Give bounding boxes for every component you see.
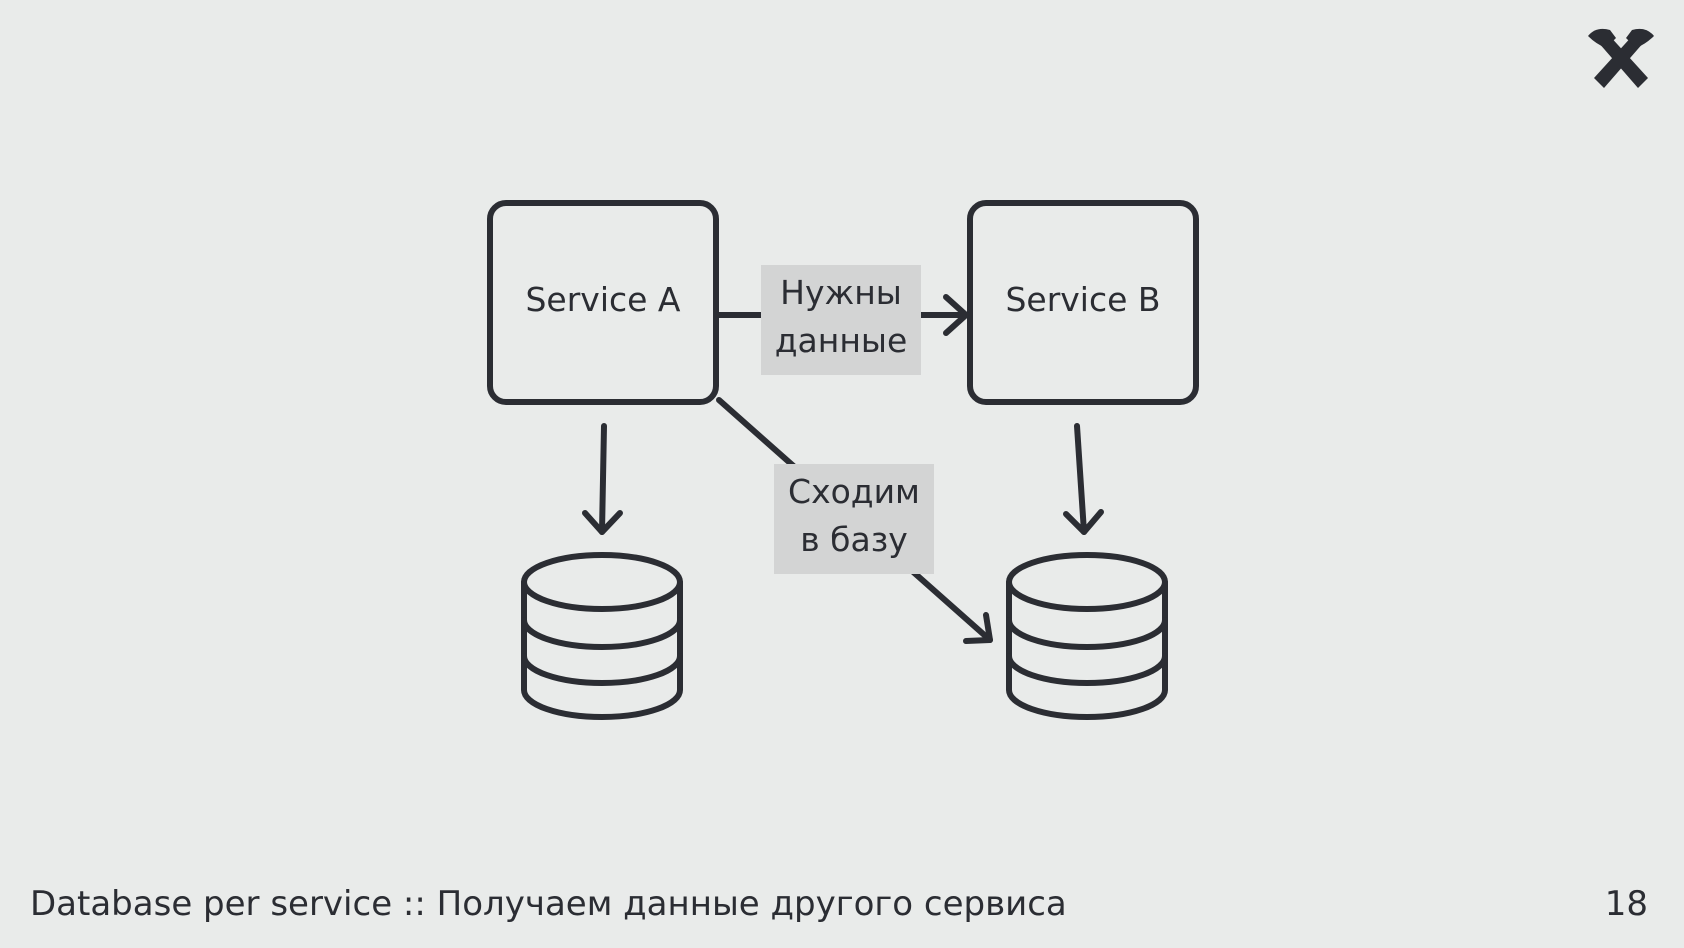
service-b-box: [967, 200, 1199, 405]
edge-label-need-data-line1: Нужны: [780, 273, 902, 312]
service-a-label: Service A: [525, 280, 681, 319]
crossed-hammers-icon: [1588, 28, 1654, 88]
page-number: 18: [1604, 884, 1648, 924]
arrow-b-to-db-b: [1063, 423, 1104, 535]
arrow-a-to-db-a: [582, 423, 623, 535]
slide-title: Database per service :: Получаем данные …: [30, 884, 1067, 924]
database-b-icon: [1006, 552, 1168, 720]
edge-label-go-to-db: Сходим в базу: [774, 464, 934, 574]
service-b-label: Service B: [1005, 280, 1161, 319]
edge-label-go-to-db-line2: в базу: [800, 520, 908, 559]
database-a-icon: [521, 552, 683, 720]
edge-label-need-data: Нужны данные: [761, 265, 921, 375]
edge-label-need-data-line2: данные: [774, 321, 908, 360]
edge-label-go-to-db-line1: Сходим: [788, 472, 920, 511]
service-a-box: [487, 200, 719, 405]
